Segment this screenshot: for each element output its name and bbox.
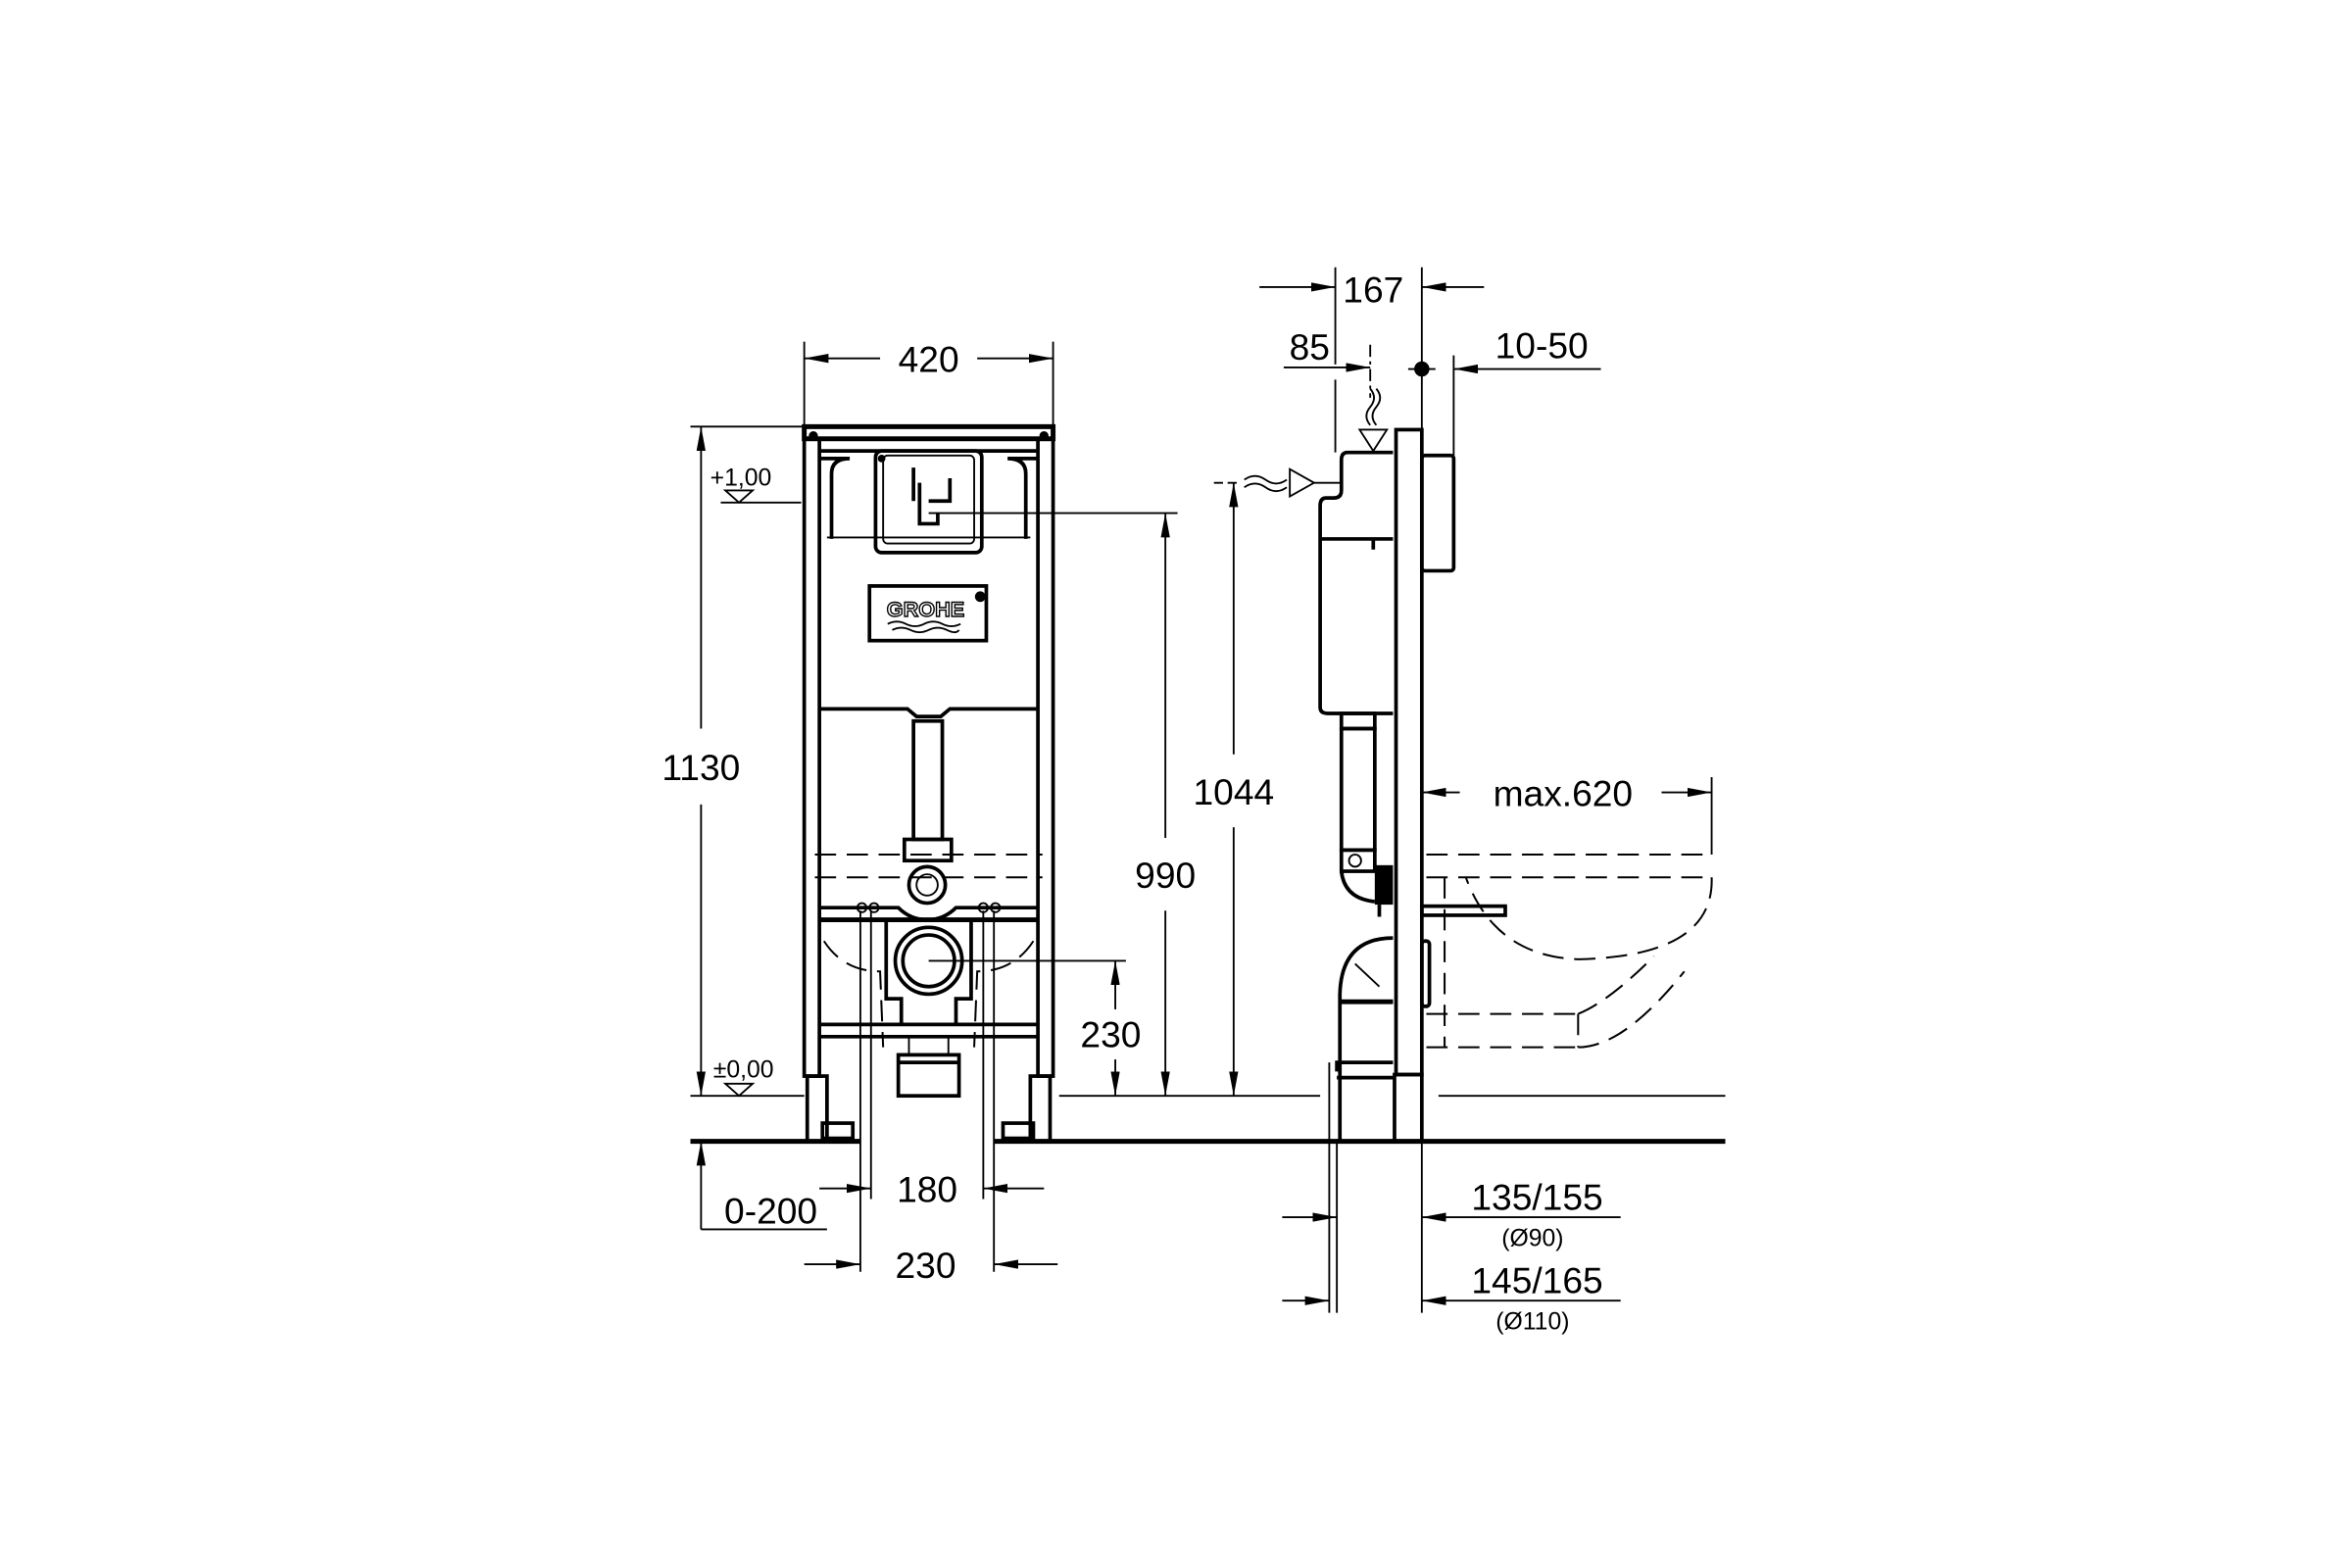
svg-text:(Ø90): (Ø90) [1501, 1225, 1563, 1251]
drain-connector [884, 919, 973, 1099]
dimension-width: 420 [803, 339, 1054, 427]
flush-pipe [902, 718, 954, 906]
floor-lines [690, 1095, 1726, 1145]
svg-text:(Ø110): (Ø110) [1495, 1309, 1569, 1336]
water-inlet-side [1213, 467, 1342, 499]
svg-text:1044: 1044 [1194, 771, 1275, 812]
svg-text:990: 990 [1135, 855, 1196, 896]
actuator-plate [1419, 453, 1456, 573]
frame-profile [1393, 427, 1424, 1144]
svg-text:GROHE: GROHE [887, 597, 964, 621]
cistern [819, 457, 1039, 718]
dimension-leg-adjust: 0-200 [696, 1141, 827, 1231]
dimension-actuator-height: 990 [928, 512, 1196, 1097]
svg-text:0-200: 0-200 [724, 1190, 817, 1231]
dimension-wall-finish: 10-50 [1407, 325, 1601, 456]
mounting-arc-left [822, 940, 885, 1048]
svg-text:180: 180 [897, 1169, 957, 1210]
svg-text:135/155: 135/155 [1471, 1176, 1602, 1217]
lower-frame [819, 902, 1039, 1039]
flush-pipe-profile [1339, 711, 1394, 917]
svg-text:max.620: max.620 [1494, 772, 1634, 813]
svg-text:145/165: 145/165 [1471, 1259, 1602, 1300]
mounting-bracket [1419, 904, 1507, 917]
toilet-bowl-outline [1426, 853, 1713, 1049]
level-marker-zero: ±0,00 [713, 1057, 774, 1098]
dimension-inner-spacing: 180 [819, 1169, 1045, 1210]
svg-text:+1,00: +1,00 [710, 466, 772, 492]
svg-text:85: 85 [1290, 326, 1330, 368]
dimension-depth: 167 [1259, 267, 1485, 453]
grohe-logo: GROHE [867, 584, 989, 643]
dimension-drain-height: 230 [928, 959, 1141, 1097]
svg-text:420: 420 [899, 339, 959, 380]
actuator-opening [873, 449, 984, 555]
front-view: GROHE [662, 339, 1196, 1286]
svg-text:1130: 1130 [662, 747, 740, 788]
svg-text:±0,00: ±0,00 [713, 1057, 774, 1084]
water-inlet-top [1357, 388, 1389, 453]
cistern-profile [1318, 450, 1394, 715]
dimension-outer-spacing: 230 [804, 1245, 1058, 1286]
side-view: 167 85 10-50 1044 max.620 [1194, 267, 1713, 1336]
dimension-max-projection: max.620 [1421, 772, 1713, 855]
frame [802, 423, 1056, 1144]
dimension-total-height: 1130 [662, 425, 805, 1098]
svg-text:167: 167 [1343, 269, 1403, 310]
mounting-arc-right [973, 940, 1035, 1048]
svg-text:230: 230 [1080, 1014, 1141, 1055]
level-marker-top: +1,00 [710, 466, 802, 505]
svg-text:10-50: 10-50 [1495, 325, 1589, 367]
svg-text:230: 230 [896, 1245, 956, 1286]
dimension-inlet-offset: 85 [1283, 326, 1372, 398]
drain-elbow [1335, 936, 1432, 1142]
dimension-inlet-height: 1044 [1194, 482, 1275, 1097]
dimension-drain-depth: 135/155 (Ø90) 145/165 (Ø110) [1282, 1062, 1621, 1336]
